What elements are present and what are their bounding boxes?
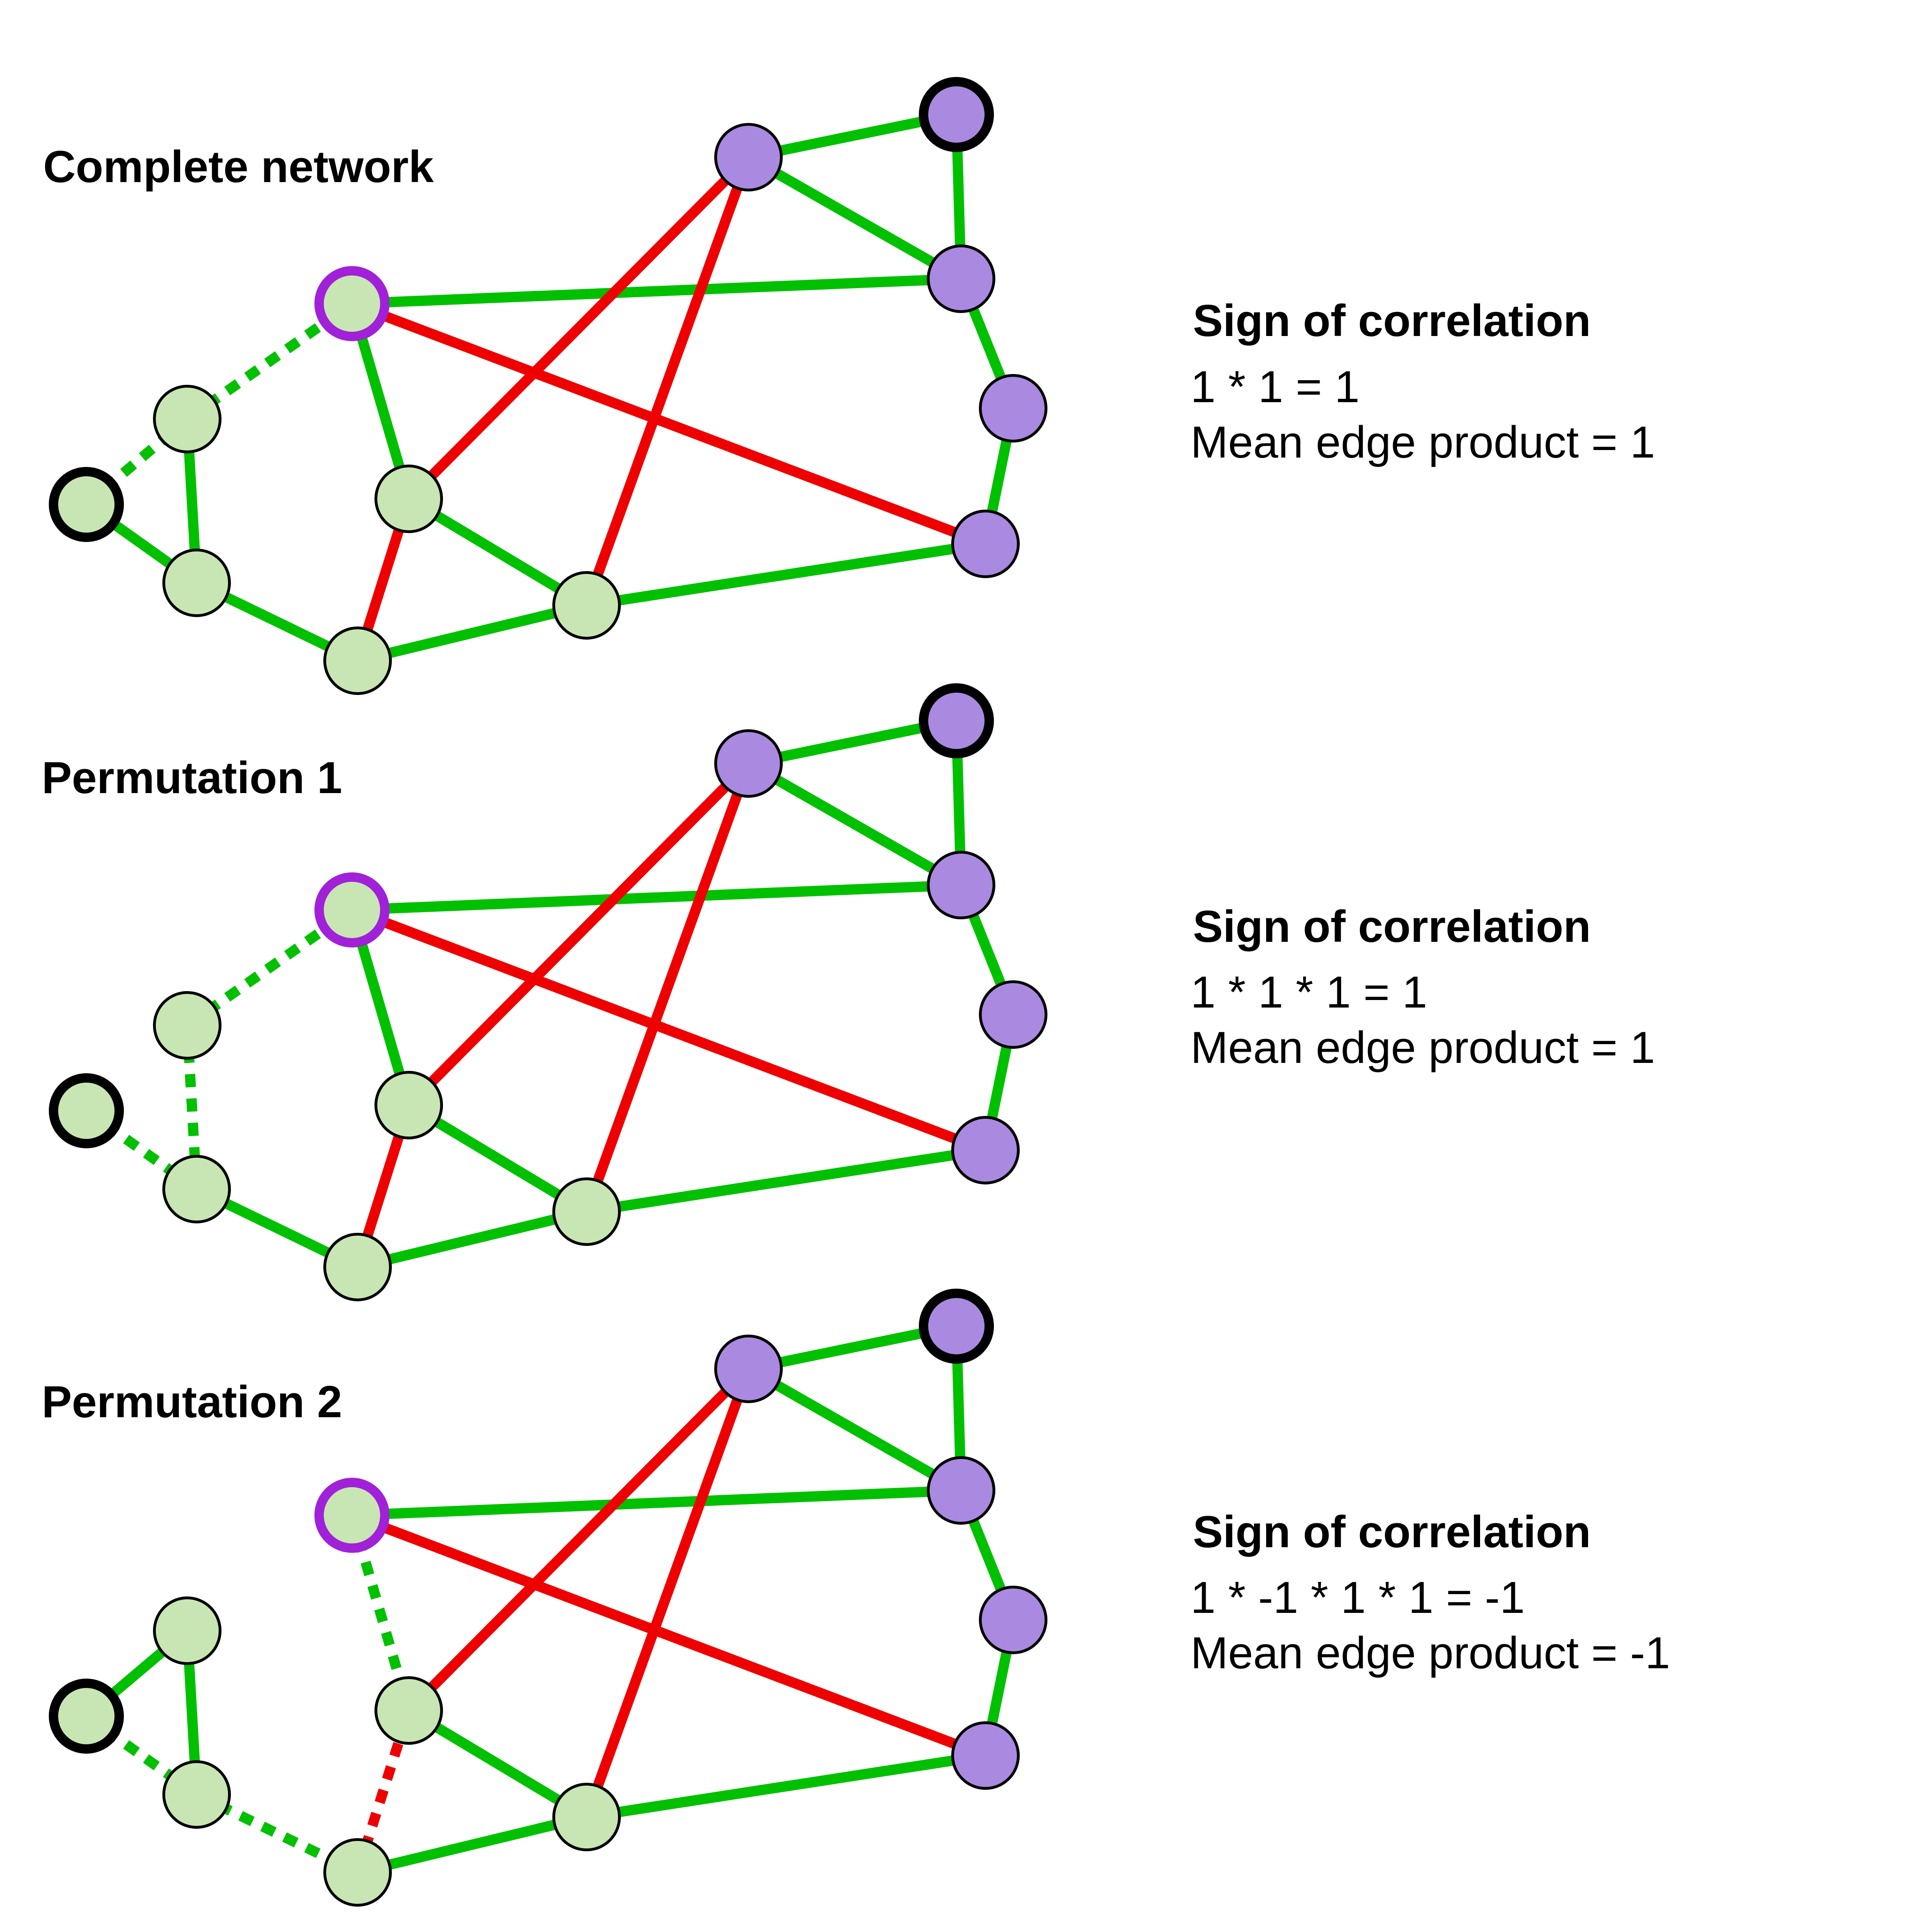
- edge-negative: [581, 762, 754, 1214]
- edge-positive: [406, 1706, 589, 1822]
- endpoint-node: [919, 77, 994, 152]
- edge-positive: [351, 1485, 962, 1520]
- edge-positive: [356, 1207, 588, 1272]
- green-node: [153, 1596, 221, 1665]
- edge-negative: [350, 905, 987, 1155]
- network-nodes: [49, 77, 1047, 695]
- highlighted-node: [314, 872, 389, 947]
- network-nodes: [49, 1289, 1047, 1907]
- purple-node: [714, 123, 783, 191]
- highlighted-node: [314, 266, 389, 341]
- purple-node: [951, 1721, 1020, 1790]
- green-node: [374, 465, 443, 533]
- edge-negative: [350, 1510, 987, 1761]
- network-nodes: [49, 683, 1047, 1301]
- correlation-info: Sign of correlation 1 * 1 * 1 = 1 Mean e…: [1191, 901, 1655, 1073]
- purple-node: [714, 1335, 783, 1403]
- edge-negative: [581, 1367, 754, 1819]
- green-node: [162, 1155, 231, 1223]
- sign-of-correlation-heading: Sign of correlation: [1193, 901, 1591, 952]
- green-node: [323, 1838, 392, 1907]
- purple-node: [927, 1456, 995, 1525]
- green-node: [153, 385, 221, 453]
- edge-positive: [406, 1100, 589, 1216]
- mean-edge-product: Mean edge product = 1: [1191, 417, 1655, 467]
- green-node: [552, 571, 621, 640]
- correlation-info: Sign of correlation 1 * -1 * 1 * 1 = -1 …: [1191, 1507, 1670, 1678]
- endpoint-node: [919, 1289, 994, 1364]
- endpoint-node: [49, 1679, 124, 1754]
- edge-positive: [356, 600, 588, 666]
- purple-node: [979, 980, 1047, 1049]
- edge-positive: [406, 494, 589, 610]
- mean-edge-product: Mean edge product = -1: [1191, 1628, 1670, 1678]
- sign-of-correlation-heading: Sign of correlation: [1193, 296, 1591, 346]
- edge-positive: [586, 539, 986, 611]
- mean-edge-product: Mean edge product = 1: [1191, 1023, 1655, 1073]
- edge-positive: [356, 1812, 588, 1878]
- sign-product-equation: 1 * 1 * 1 = 1: [1191, 967, 1427, 1017]
- correlation-info: Sign of correlation 1 * 1 = 1 Mean edge …: [1191, 296, 1655, 467]
- panel-title: Permutation 1: [42, 753, 342, 803]
- purple-node: [979, 374, 1047, 443]
- panel-complete-network: Complete network Sign of correlation 1 *…: [43, 77, 1655, 695]
- purple-node: [714, 729, 783, 798]
- edge-positive: [746, 759, 964, 890]
- edge-positive: [586, 1145, 986, 1217]
- purple-node: [951, 510, 1020, 578]
- edge-positive: [351, 880, 962, 915]
- green-node: [153, 991, 221, 1060]
- edge-negative: [350, 298, 987, 549]
- sign-product-equation: 1 * 1 = 1: [1191, 362, 1359, 412]
- green-node: [323, 626, 392, 695]
- edge-negative: [405, 760, 752, 1109]
- green-node: [374, 1071, 443, 1139]
- edge-negative: [405, 1365, 752, 1714]
- green-node: [374, 1676, 443, 1745]
- panel-title: Permutation 2: [42, 1377, 342, 1427]
- purple-node: [979, 1586, 1047, 1654]
- purple-node: [927, 244, 995, 313]
- edge-negative: [405, 153, 752, 503]
- sign-of-correlation-heading: Sign of correlation: [1193, 1507, 1591, 1557]
- green-node: [552, 1783, 621, 1851]
- green-node: [162, 549, 231, 617]
- green-node: [162, 1760, 231, 1829]
- highlighted-node: [314, 1478, 389, 1553]
- edge-positive: [746, 1364, 964, 1495]
- panel-title: Complete network: [43, 142, 434, 192]
- edge-positive: [746, 153, 964, 283]
- edge-negative: [581, 155, 754, 607]
- endpoint-node: [49, 1073, 124, 1148]
- panel-permutation-1: Permutation 1 Sign of correlation 1 * 1 …: [42, 683, 1655, 1301]
- edge-positive: [351, 274, 962, 309]
- endpoint-node: [919, 683, 994, 758]
- sign-product-equation: 1 * -1 * 1 * 1 = -1: [1191, 1573, 1525, 1623]
- edge-positive: [586, 1750, 986, 1822]
- purple-node: [927, 851, 995, 919]
- panel-permutation-2: Permutation 2 Sign of correlation 1 * -1…: [42, 1289, 1670, 1907]
- green-node: [552, 1177, 621, 1246]
- green-node: [323, 1233, 392, 1301]
- endpoint-node: [49, 467, 124, 542]
- purple-node: [951, 1116, 1020, 1184]
